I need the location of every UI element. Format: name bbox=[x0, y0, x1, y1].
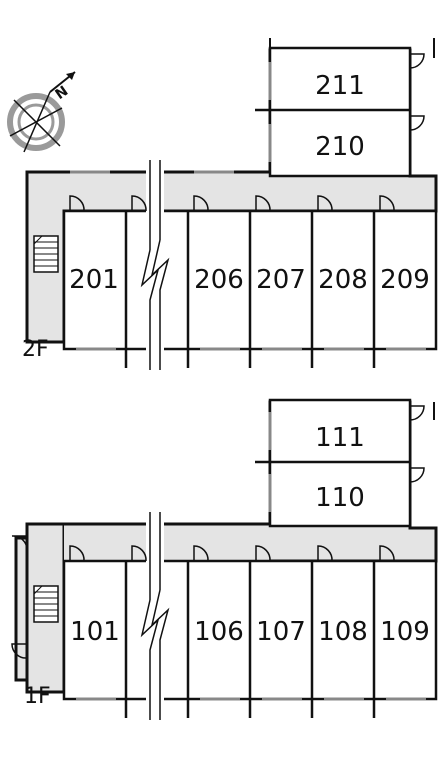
room-label: 111 bbox=[315, 423, 365, 453]
north-compass-icon: N bbox=[7, 71, 76, 153]
staircase-icon bbox=[33, 235, 59, 273]
floor-1f-plan: 111 110 101 106 107 108 109 1F bbox=[11, 398, 438, 720]
staircase-icon bbox=[33, 585, 59, 623]
room-label: 206 bbox=[194, 265, 244, 295]
room-label: 101 bbox=[70, 617, 120, 647]
room-label: 211 bbox=[315, 71, 365, 101]
room-label: 209 bbox=[380, 265, 430, 295]
annex-block-2f bbox=[268, 46, 412, 178]
room-label: 208 bbox=[318, 265, 368, 295]
floor-label: 2F bbox=[22, 337, 49, 362]
room-label: 207 bbox=[256, 265, 306, 295]
floor-label: 1F bbox=[24, 684, 51, 709]
room-label: 110 bbox=[315, 483, 365, 513]
room-label: 106 bbox=[194, 617, 244, 647]
room-label: 109 bbox=[380, 617, 430, 647]
floor-2f-plan: 211 210 201 206 207 208 209 2F bbox=[22, 38, 438, 370]
room-label: 210 bbox=[315, 132, 365, 162]
compass-north-label: N bbox=[52, 83, 71, 103]
room-label: 108 bbox=[318, 617, 368, 647]
room-label: 107 bbox=[256, 617, 306, 647]
room-label: 201 bbox=[69, 265, 119, 295]
